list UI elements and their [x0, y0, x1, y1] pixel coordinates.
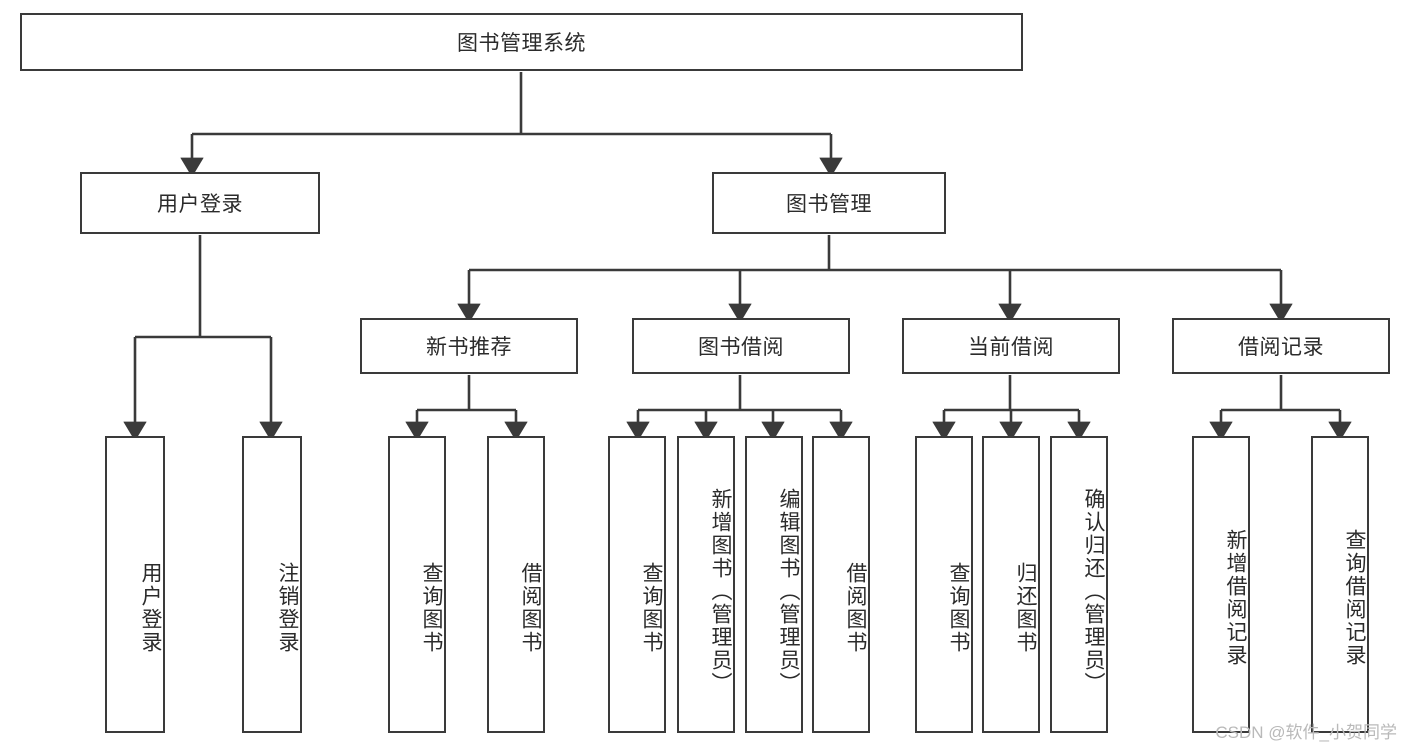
leaf-user-login[interactable]: 用户登录 [105, 436, 165, 733]
leaf-query-book-recommend[interactable]: 查询图书 [388, 436, 446, 733]
node-user-login[interactable]: 用户登录 [80, 172, 320, 234]
leaf-add-book-admin[interactable]: 新增图书（管理员） [677, 436, 735, 733]
leaf-edit-book-admin[interactable]: 编辑图书（管理员） [745, 436, 803, 733]
node-current-borrow[interactable]: 当前借阅 [902, 318, 1120, 374]
leaf-add-borrow-record[interactable]: 新增借阅记录 [1192, 436, 1250, 733]
leaf-query-book-borrow[interactable]: 查询图书 [608, 436, 666, 733]
leaf-query-book-current[interactable]: 查询图书 [915, 436, 973, 733]
leaf-borrow-book-recommend[interactable]: 借阅图书 [487, 436, 545, 733]
leaf-query-borrow-record[interactable]: 查询借阅记录 [1311, 436, 1369, 733]
leaf-return-book[interactable]: 归还图书 [982, 436, 1040, 733]
node-root-system[interactable]: 图书管理系统 [20, 13, 1023, 71]
leaf-logout[interactable]: 注销登录 [242, 436, 302, 733]
leaf-borrow-book[interactable]: 借阅图书 [812, 436, 870, 733]
node-book-borrow[interactable]: 图书借阅 [632, 318, 850, 374]
node-new-book-recommend[interactable]: 新书推荐 [360, 318, 578, 374]
node-borrow-record[interactable]: 借阅记录 [1172, 318, 1390, 374]
watermark-text: CSDN @软件_小贺同学 [1215, 723, 1397, 742]
node-book-management[interactable]: 图书管理 [712, 172, 946, 234]
leaf-confirm-return-admin[interactable]: 确认归还（管理员） [1050, 436, 1108, 733]
